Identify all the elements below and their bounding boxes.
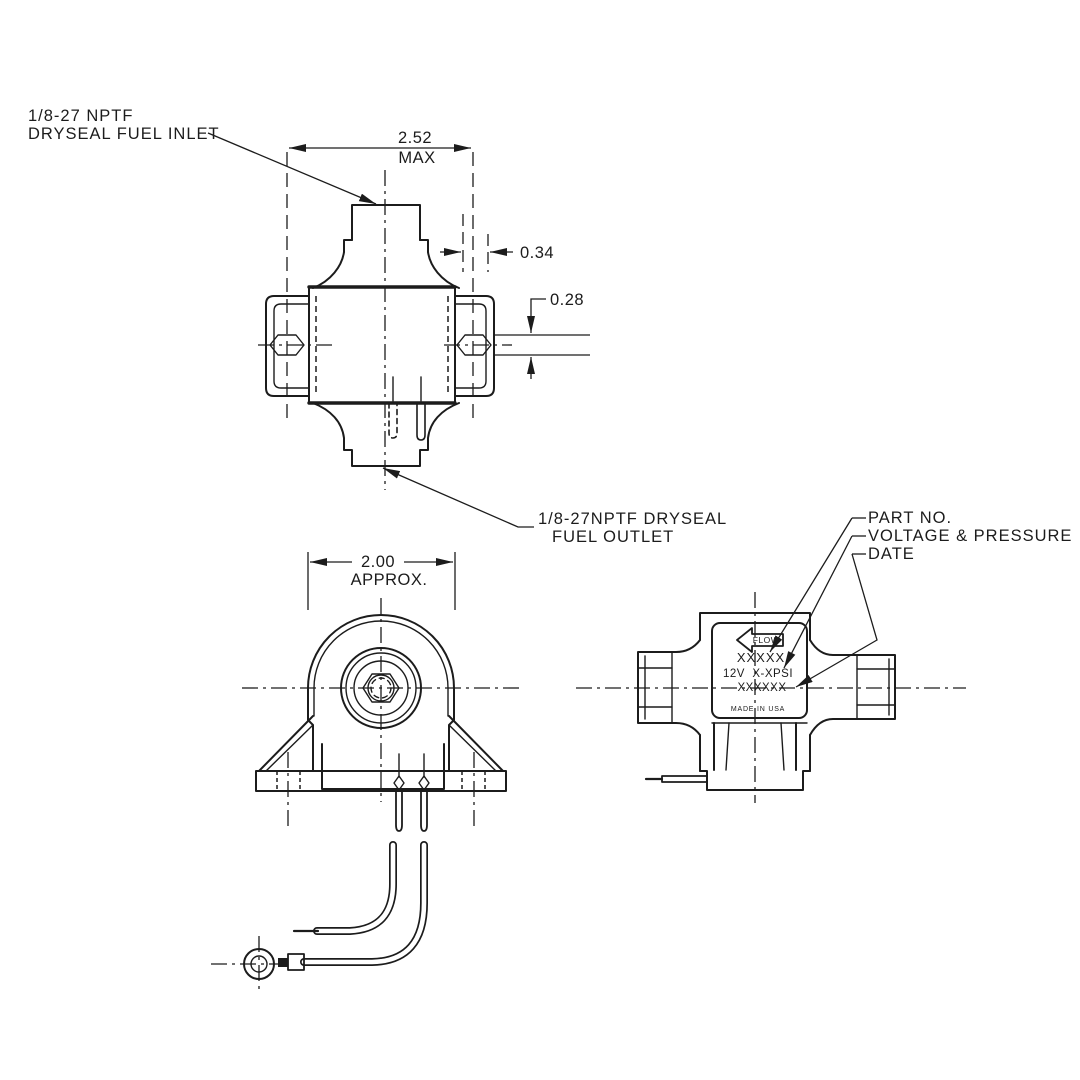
pump-dome-outer [307,614,455,689]
top-view-centerlines [258,170,512,490]
callout-part-no: PART NO. [868,509,952,527]
lead-wires [211,841,428,994]
top-view: 2.52 MAX 0.34 0.28 1/8-27 NPTF DRYSEAL F… [28,107,727,546]
part-no-leader [769,517,853,653]
dim-width-qualifier: APPROX. [351,571,428,589]
outlet-leader [382,467,534,528]
front-view-outline [255,614,507,832]
terminal-pin [416,402,426,441]
dim-edge-offset: 0.34 [440,214,554,272]
top-view-outline [265,204,495,467]
terminal-base-left [393,775,405,791]
nameplate-callouts: PART NO. VOLTAGE & PRESSURE DATE [769,509,1072,688]
nameplate-part-no: XXXXX [737,650,785,665]
pump-body [699,612,811,641]
right-gusset [448,715,504,772]
inlet-leader [207,132,377,205]
callout-date: DATE [868,545,915,563]
voltage-pressure-leader [783,535,853,669]
outlet-fitting [637,639,701,736]
nameplate-date: XXXXXX [737,682,786,694]
side-view-centerlines [576,592,966,803]
thread-dashes [370,677,392,699]
terminal-pin-hidden [388,402,398,439]
dim-slot-value: 0.28 [550,291,584,309]
side-view-outline [637,612,896,791]
callout-voltage-pressure: VOLTAGE & PRESSURE [868,527,1072,545]
right-bracket [454,295,495,397]
nameplate: FLOW XXXXX 12V X-XPSI XXXXXX MADE IN USA [711,622,808,719]
outlet-callout-line1: 1/8-27NPTF DRYSEAL [538,510,727,528]
right-hex-hole [456,334,492,356]
dim-offset-value: 0.34 [520,244,554,262]
terminal-base-right [418,775,430,791]
outlet-neck [312,402,460,467]
date-leader [795,553,878,688]
inlet-fitting [809,639,896,736]
center-hex-fitting [362,673,400,703]
wire-tab [661,775,708,783]
nameplate-flow: FLOW [753,635,780,645]
inlet-callout: 1/8-27 NPTF DRYSEAL FUEL INLET [28,107,377,205]
inlet-neck [351,204,421,241]
side-view: FLOW XXXXX 12V X-XPSI XXXXXX MADE IN USA… [576,509,1072,803]
front-view-centerlines [242,598,520,830]
left-gusset [258,715,314,772]
outlet-callout-line2: FUEL OUTLET [552,528,674,546]
dim-overall-qualifier: MAX [398,149,435,167]
mounting-foot [699,770,811,791]
left-hex-hole [269,334,305,356]
dim-body-width: 2.00 APPROX. [307,552,456,610]
nameplate-border [711,622,808,719]
outlet-callout: 1/8-27NPTF DRYSEAL FUEL OUTLET [382,467,727,546]
front-view: 2.00 APPROX. [211,552,520,994]
dim-overall-value: 2.52 [398,129,432,147]
dim-width-value: 2.00 [361,553,395,571]
nameplate-voltage-pressure: 12V X-XPSI [723,668,793,680]
dim-overall-width: 2.52 MAX [286,129,474,420]
inlet-callout-line2: DRYSEAL FUEL INLET [28,125,220,143]
left-bracket [265,295,310,397]
mounting-base-plate [255,770,507,792]
nameplate-origin: MADE IN USA [731,706,785,713]
dim-slot-height: 0.28 [494,291,590,379]
inlet-callout-line1: 1/8-27 NPTF [28,107,133,125]
crimp-sleeve [278,958,288,967]
